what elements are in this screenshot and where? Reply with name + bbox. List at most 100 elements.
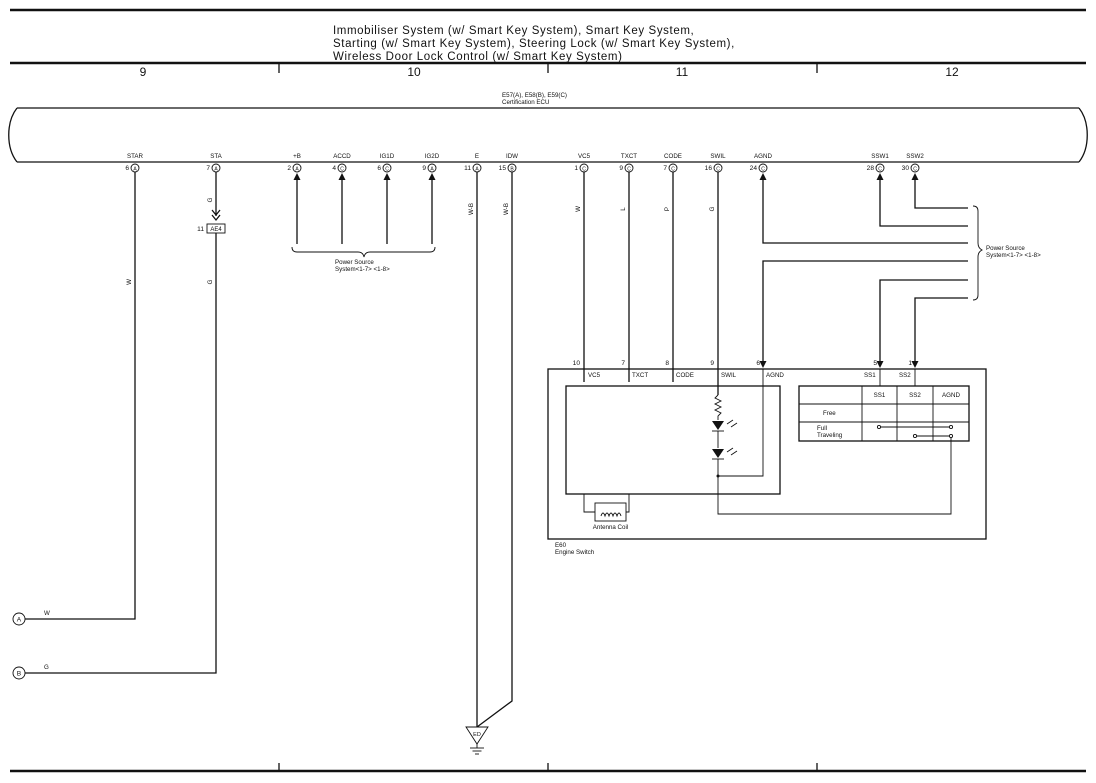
- immobiliser-module: [565, 385, 781, 495]
- switch-table: [798, 385, 970, 442]
- antenna-coil: [594, 502, 627, 522]
- connector-letter: A: [430, 166, 434, 172]
- title-line-1: Immobiliser System (w/ Smart Key System)…: [333, 25, 694, 37]
- switch-pin-number: 1: [908, 360, 912, 367]
- switch-pin-name: SWIL: [721, 372, 737, 379]
- pin-number: 9: [619, 165, 623, 172]
- column-number-12: 12: [945, 65, 959, 79]
- resistor-icon: [713, 394, 723, 420]
- arrow-up-icon: [428, 173, 436, 180]
- wire-color-swil: G: [709, 206, 716, 211]
- arrow-up-icon: [293, 173, 301, 180]
- switch-pin-name: AGND: [766, 372, 784, 379]
- antenna-coil-label: Antenna Coil: [593, 524, 628, 531]
- connector-letter: C: [627, 166, 631, 172]
- pin-number: 7: [663, 165, 667, 172]
- power-source-right-line2: System<1-7> <1-8>: [986, 252, 1041, 259]
- title-line-2: Starting (w/ Smart Key System), Steering…: [333, 38, 735, 50]
- engine-switch: 10 7 8 9 6 5 1 VC5 TXCT CODE SWIL AGND S…: [547, 360, 987, 540]
- wire-power-to-switch: [759, 260, 968, 368]
- connector-circle: [427, 163, 437, 173]
- table-row-free: Free: [823, 410, 836, 417]
- engine-switch-name: Engine Switch: [555, 549, 595, 556]
- switch-pin-name: TXCT: [632, 372, 648, 379]
- switch-pin-name: CODE: [676, 372, 694, 379]
- connector-letter: B: [510, 166, 514, 172]
- pin-number: 16: [705, 165, 713, 172]
- title-line-3: Wireless Door Lock Control (w/ Smart Key…: [333, 51, 623, 63]
- connector-letter: C: [913, 166, 917, 172]
- wire-vc5: W: [575, 172, 585, 382]
- connector-circle: [758, 163, 768, 173]
- connector-letter: C: [716, 166, 720, 172]
- column-number-9: 9: [140, 65, 147, 79]
- certification-ecu: [8, 107, 1088, 163]
- light-rays-icon: [726, 419, 738, 428]
- column-number-11: 11: [676, 65, 689, 79]
- terminal-label-code: CODE: [664, 153, 682, 160]
- ecu-terminal-labels: STAR STA +B ACCD IG1D IG2D E IDW VC5 TXC…: [127, 153, 924, 160]
- arrow-up-icon: [911, 173, 919, 180]
- pin-number: 15: [499, 165, 507, 172]
- terminal-label-idw: IDW: [506, 153, 518, 160]
- ecu-terminal-pins: 6 A 7 A 2 A 4 C 6 C 9 A 11 A 15 B 1 C 9 …: [125, 163, 920, 173]
- led-icon: [712, 421, 724, 430]
- brace: [291, 246, 436, 258]
- switch-pin-number: 10: [573, 360, 581, 367]
- agnd-line: [718, 369, 764, 477]
- wire-code: P: [664, 172, 674, 382]
- connector-circle: [382, 163, 392, 173]
- reference-a-label: A: [17, 617, 22, 624]
- wire-color-idw: W-B: [503, 203, 510, 215]
- connector-letter: C: [340, 166, 344, 172]
- pin-number: 6: [377, 165, 381, 172]
- connector-letter: C: [385, 166, 389, 172]
- power-source-left-line2: System<1-7> <1-8>: [335, 266, 390, 273]
- arrow-up-icon: [876, 173, 884, 180]
- power-source-right-line1: Power Source: [986, 245, 1025, 252]
- terminal-label-star: STAR: [127, 153, 144, 160]
- pin-number: 1: [574, 165, 578, 172]
- ecu-name: Certification ECU: [502, 99, 549, 106]
- connector-letter: A: [214, 166, 218, 172]
- connector-letter: A: [475, 166, 479, 172]
- connector-letter: C: [671, 166, 675, 172]
- arrow-down-icon: [759, 361, 767, 368]
- power-source-right: Power Source System<1-7> <1-8>: [972, 205, 1041, 301]
- junction-code: AE4: [210, 227, 222, 233]
- terminal-label-swil: SWIL: [710, 153, 726, 160]
- switch-pin-number: 9: [710, 360, 714, 367]
- wire-agnd-ecu: [759, 173, 968, 244]
- wire-txct: L: [620, 172, 630, 382]
- light-rays-icon: [726, 447, 738, 456]
- wire-color-sta: G: [207, 197, 214, 202]
- connector-circle: [910, 163, 920, 173]
- wire-swil: G: [709, 172, 719, 395]
- connector-letter: C: [582, 166, 586, 172]
- wire-color-sta-lower: G: [207, 279, 214, 284]
- brace: [972, 205, 984, 301]
- connector-letter: A: [295, 166, 299, 172]
- terminal-label-ssw1: SSW1: [871, 153, 889, 160]
- terminal-label-txct: TXCT: [621, 153, 637, 160]
- terminal-label-sta: STA: [210, 153, 222, 160]
- terminal-label-ig1d: IG1D: [380, 153, 395, 160]
- swil-return-line: [717, 437, 952, 515]
- switch-pin-number: 6: [756, 360, 760, 367]
- pin-number: 6: [125, 165, 129, 172]
- ecu-codes: E57(A), E58(B), E59(C): [502, 92, 567, 99]
- terminal-label-e: E: [475, 153, 479, 160]
- wire-color-ref-a: W: [44, 610, 50, 617]
- table-header-ss2: SS2: [909, 392, 921, 399]
- pin-number: 7: [206, 165, 210, 172]
- connector-circle: [875, 163, 885, 173]
- reference-a: A W: [12, 610, 50, 626]
- connector-letter: C: [878, 166, 882, 172]
- switch-pin-number: 8: [665, 360, 669, 367]
- terminal-label-ig2d: IG2D: [425, 153, 440, 160]
- arrow-up-icon: [759, 173, 767, 180]
- table-header-ss1: SS1: [874, 392, 886, 399]
- arrow-up-icon: [383, 173, 391, 180]
- pin-number: 4: [332, 165, 336, 172]
